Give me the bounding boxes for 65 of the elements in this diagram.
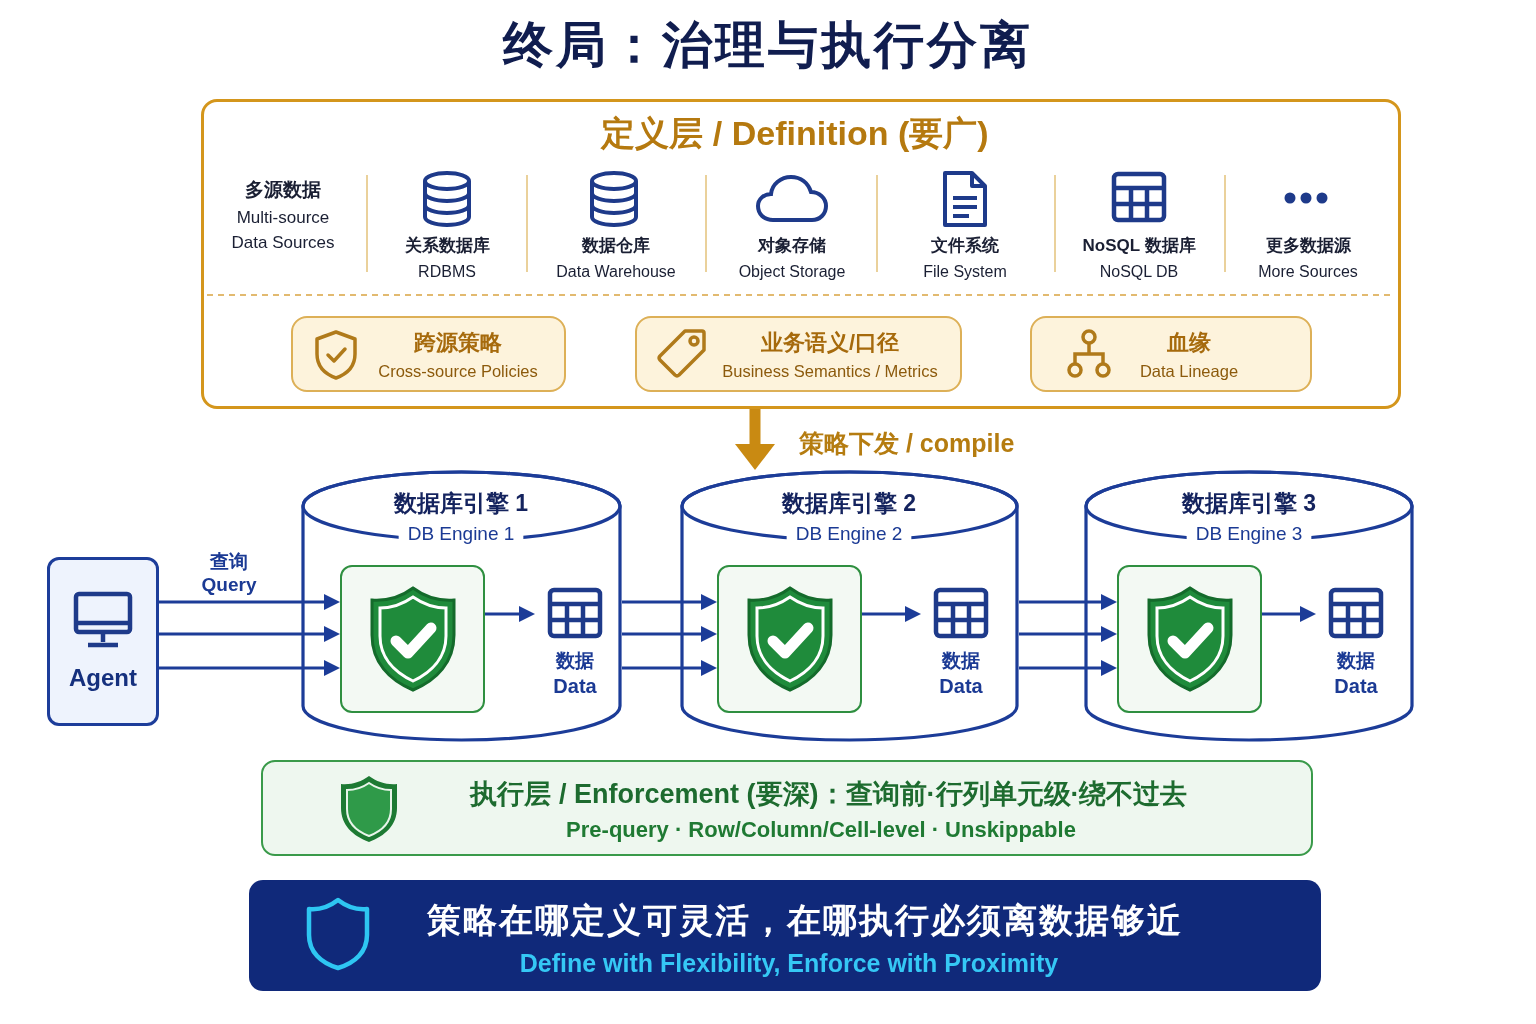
source-label: RDBMS: [418, 262, 476, 282]
summary-banner: [249, 880, 1321, 991]
data-label: 数据: [942, 649, 980, 673]
arrow: [1019, 594, 1117, 610]
source-label: 对象存储: [758, 235, 826, 257]
engine-title: 数据库引擎 3: [1181, 490, 1317, 518]
data-label: 数据: [1337, 649, 1375, 673]
feature-card: [291, 316, 566, 392]
summary-title: 策略在哪定义可灵活，在哪执行必须离数据够近: [427, 899, 1183, 941]
agent-label: Agent: [69, 663, 137, 693]
enforcement-banner: [261, 760, 1313, 856]
source-label: 文件系统: [931, 235, 999, 257]
engine-subtitle: DB Engine 3: [1195, 522, 1303, 546]
card-title: 业务语义/口径: [760, 329, 900, 357]
arrow: [159, 594, 340, 610]
card-title: 跨源策略: [414, 329, 502, 357]
database-cylinder: [1084, 470, 1414, 742]
source-label: 数据仓库: [582, 235, 650, 257]
summary-subtitle: Define with Flexibility, Enforce with Proximity: [519, 948, 1059, 978]
database-cylinder: [680, 470, 1019, 742]
arrow: [159, 626, 340, 642]
engine-subtitle: DB Engine 1: [407, 522, 515, 546]
card-title: 血缘: [1167, 329, 1211, 357]
arrow: [622, 594, 717, 610]
layer-title: 定义层 / Definition (要广): [601, 112, 989, 154]
category-label: 多源数据: [245, 178, 321, 202]
policy-guard-panel: [1117, 565, 1262, 713]
source-label: NoSQL 数据库: [1082, 235, 1196, 257]
data-label: 数据: [556, 649, 594, 673]
arrow: [1019, 626, 1117, 642]
feature-card: [635, 316, 962, 392]
source-label: Data Warehouse: [556, 262, 676, 282]
policy-guard-panel: [340, 565, 485, 713]
source-label: Object Storage: [738, 262, 846, 282]
arrow: [159, 660, 340, 676]
enforcement-title: 执行层 / Enforcement (要深)：查询前·行列单元级·绕不过去: [470, 777, 1188, 811]
card-subtitle: Cross-source Policies: [378, 362, 538, 382]
arrow: [485, 606, 535, 622]
definition-layer-panel: [201, 99, 1401, 409]
policy-guard-panel: [717, 565, 862, 713]
source-label: 关系数据库: [404, 235, 490, 257]
card-subtitle: Data Lineage: [1139, 362, 1239, 382]
feature-card: [1030, 316, 1312, 392]
agent-panel: [47, 557, 159, 726]
arrow: [622, 660, 717, 676]
enforcement-subtitle: Pre-query · Row/Column/Cell-level · Unskippable: [566, 816, 1076, 844]
data-label: Data: [939, 674, 983, 698]
engine-title: 数据库引擎 2: [781, 490, 917, 518]
category-label: Multi-source Data Sources: [230, 207, 336, 254]
arrow: [735, 409, 775, 470]
source-label: NoSQL DB: [1099, 262, 1179, 282]
arrow: [1019, 660, 1117, 676]
arrow: [862, 606, 921, 622]
engine-title: 数据库引擎 1: [393, 490, 529, 518]
source-label: File System: [923, 262, 1007, 282]
arrow: [1262, 606, 1316, 622]
engine-subtitle: DB Engine 2: [795, 522, 903, 546]
diagram-title: 终局：治理与执行分离: [503, 16, 1033, 75]
data-label: Data: [553, 674, 597, 698]
arrow: [622, 626, 717, 642]
card-subtitle: Business Semantics / Metrics: [722, 362, 938, 382]
source-label: More Sources: [1258, 262, 1358, 282]
database-cylinder: [301, 470, 622, 742]
source-label: 更多数据源: [1265, 235, 1351, 257]
data-label: Data: [1334, 674, 1378, 698]
